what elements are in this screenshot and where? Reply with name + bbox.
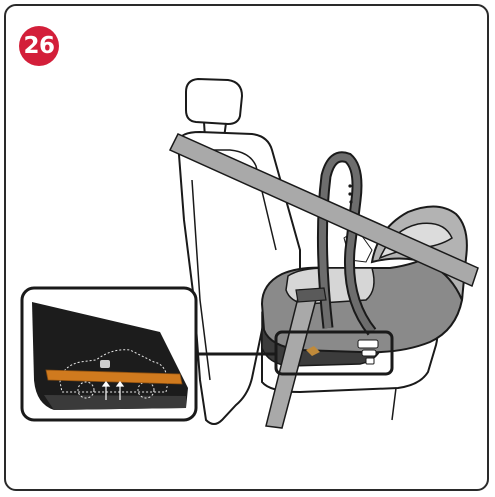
inset-detail xyxy=(22,288,196,420)
headrest xyxy=(186,79,242,138)
